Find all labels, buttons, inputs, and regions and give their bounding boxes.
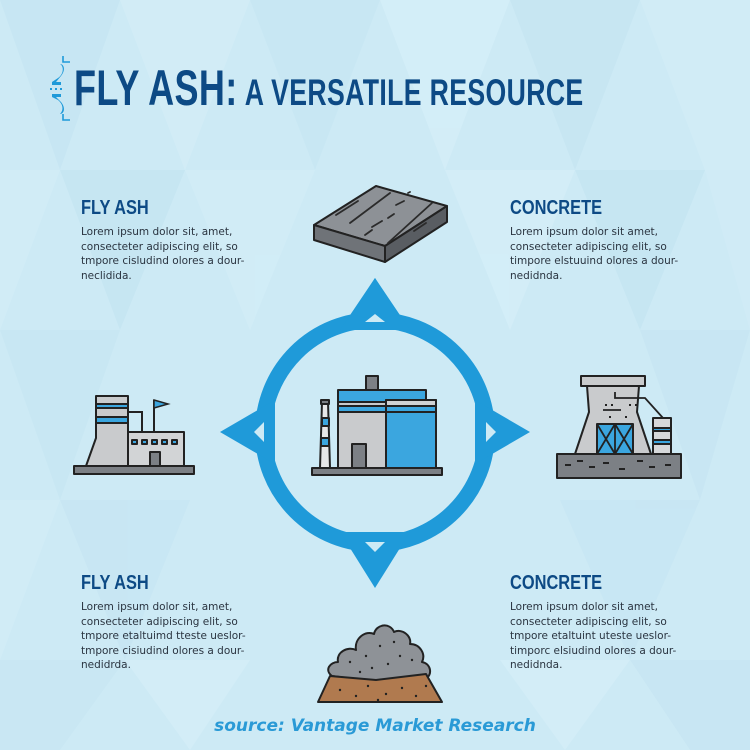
concrete-slab-icon bbox=[313, 185, 448, 263]
compass-ring bbox=[220, 278, 530, 588]
block-heading: FLY ASH bbox=[81, 197, 149, 219]
title-area: FLY ASH: A VERSATILE RESOURCE bbox=[46, 48, 750, 128]
title-main: FLY ASH: bbox=[74, 60, 238, 116]
block-body: Lorem ipsum dolor sit, amet, consecteter… bbox=[81, 601, 246, 671]
block-heading: CONCRETE bbox=[510, 197, 603, 219]
circuit-bracket-icon bbox=[50, 56, 70, 121]
block-body: Lorem ipsum dolor sit amet, consecteter … bbox=[510, 226, 679, 282]
info-block-concrete-top: CONCRETE Lorem ipsum dolor sit amet, con… bbox=[510, 197, 710, 283]
ash-pile-icon bbox=[317, 624, 443, 703]
cooling-tower-icon bbox=[556, 375, 682, 479]
block-heading: FLY ASH bbox=[81, 572, 149, 594]
source-credit: source: Vantage Market Research bbox=[214, 716, 536, 736]
factory-icon bbox=[311, 375, 443, 476]
title-sub: A VERSATILE RESOURCE bbox=[244, 72, 584, 113]
info-block-concrete-bottom: CONCRETE Lorem ipsum dolor sit amet, con… bbox=[510, 572, 710, 673]
block-heading: CONCRETE bbox=[510, 572, 603, 594]
info-block-fly-ash-top: FLY ASH Lorem ipsum dolor sit, amet, con… bbox=[81, 197, 281, 283]
page-title: FLY ASH: A VERSATILE RESOURCE bbox=[74, 59, 584, 117]
block-body: Lorem ipsum dolor sit, amet, consecteter… bbox=[81, 226, 245, 282]
block-body: Lorem ipsum dolor sit amet, consecteter … bbox=[510, 601, 677, 671]
power-plant-icon bbox=[73, 395, 195, 475]
info-block-fly-ash-bottom: FLY ASH Lorem ipsum dolor sit, amet, con… bbox=[81, 572, 281, 673]
